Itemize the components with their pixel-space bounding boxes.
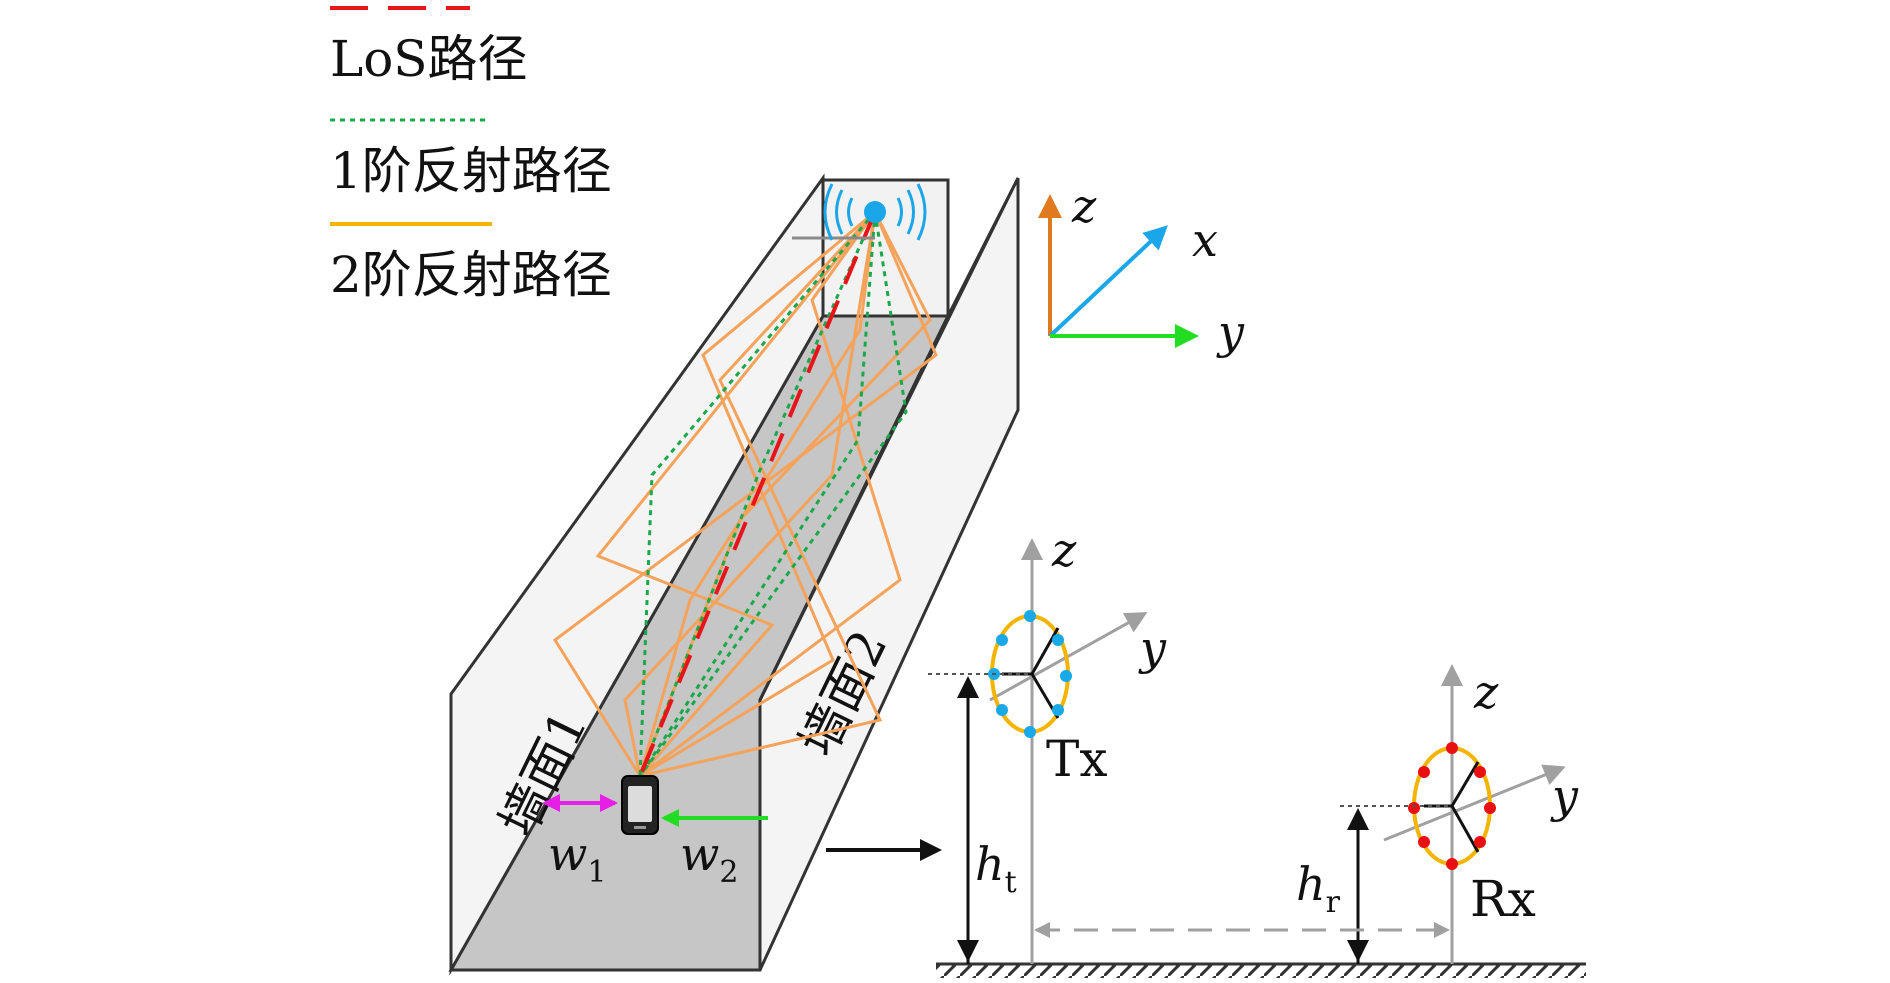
- tx-z-label: z: [1051, 523, 1077, 577]
- second-order-path: [552, 211, 938, 777]
- wall-2-top-edge: [758, 177, 1020, 701]
- main-x-axis: [1048, 225, 1168, 338]
- base-station: [792, 183, 927, 241]
- legend-los-label: LoS路径: [330, 30, 528, 88]
- first-order-paths: [638, 211, 908, 777]
- tx-array-dots: [988, 610, 1072, 738]
- second-order-path: [638, 211, 877, 777]
- rx-antenna: z y hr Rx: [1296, 664, 1579, 964]
- rx-array-dots: [1408, 742, 1496, 870]
- tx-label: Tx: [1046, 730, 1108, 788]
- first-order-path: [638, 211, 908, 777]
- main-y-label: y: [1216, 305, 1245, 359]
- distance-arrow-right: [1434, 922, 1450, 938]
- mobile-phone-icon: [621, 775, 659, 835]
- rx-label: Rx: [1470, 870, 1536, 928]
- tx-height-label: ht: [975, 837, 1017, 900]
- main-axes: z x y: [1038, 179, 1245, 359]
- w1-subscript: 1: [587, 855, 606, 890]
- w2-symbol: w: [680, 827, 719, 881]
- second-order-path: [639, 211, 902, 778]
- rx-z-label: z: [1473, 665, 1499, 719]
- legend: LoS路径 1阶反射路径 2阶反射路径: [330, 6, 612, 304]
- rx-h-subscript: r: [1326, 885, 1341, 920]
- tx-y-label: y: [1138, 621, 1167, 675]
- w1-label: w1: [548, 827, 606, 890]
- signal-waves-icon: [823, 183, 927, 241]
- rx-height-label: hr: [1296, 857, 1341, 920]
- main-z-label: z: [1071, 179, 1097, 233]
- distance-arrow-left: [1034, 922, 1050, 938]
- second-order-path: [639, 210, 876, 778]
- rx-y-label: y: [1550, 769, 1579, 823]
- first-order-path: [638, 211, 877, 777]
- los-path: [638, 211, 877, 777]
- legend-first-order-label: 1阶反射路径: [330, 142, 612, 200]
- w1-symbol: w: [548, 827, 587, 881]
- w2-subscript: 2: [719, 855, 738, 890]
- ground: [936, 962, 1586, 978]
- second-order-path: [623, 211, 877, 777]
- first-order-path: [638, 211, 877, 777]
- rx-h-symbol: h: [1296, 857, 1326, 911]
- w2-label: w2: [680, 827, 738, 890]
- main-x-label: x: [1192, 213, 1218, 267]
- tx-h-symbol: h: [975, 837, 1005, 891]
- second-order-paths: [552, 210, 938, 778]
- street-canyon: 墙面1 墙面2: [448, 173, 1020, 976]
- transmitter-icon: [864, 201, 886, 223]
- tx-h-subscript: t: [1005, 865, 1017, 900]
- second-order-path: [595, 211, 877, 777]
- tx-antenna: z y ht Tx: [928, 523, 1167, 964]
- rx-y-axis: [1383, 764, 1566, 842]
- legend-second-order-label: 2阶反射路径: [330, 246, 612, 304]
- second-order-path: [639, 210, 883, 778]
